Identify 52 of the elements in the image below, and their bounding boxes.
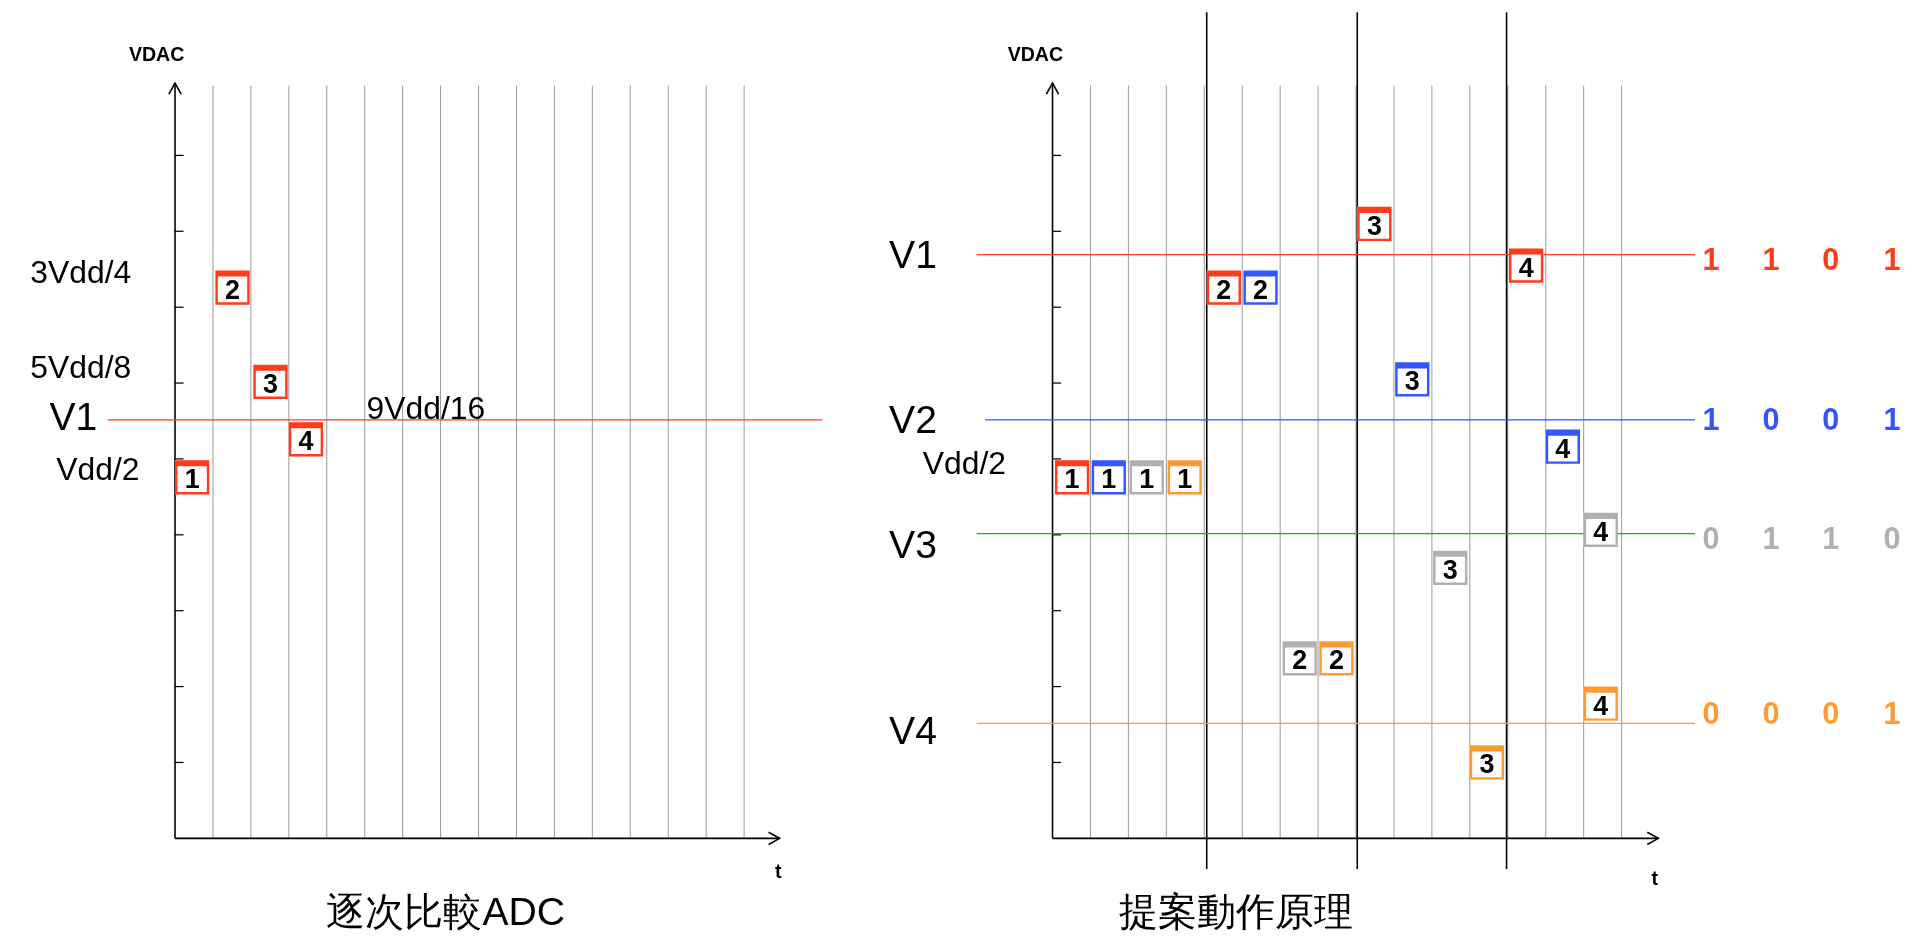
- step-marker: 1: [1054, 460, 1090, 495]
- step-marker: 3: [1395, 362, 1430, 397]
- voltage-label: V4: [889, 711, 937, 751]
- step-marker: 1: [1129, 460, 1164, 495]
- output-bit: 0: [1822, 698, 1840, 729]
- output-bit: 1: [1762, 523, 1780, 554]
- voltage-label: V3: [889, 525, 937, 565]
- output-bit: 0: [1702, 523, 1720, 554]
- axis-label: VDAC: [128, 45, 185, 65]
- output-bit: 1: [1822, 523, 1840, 554]
- level-label: 3Vdd/4: [30, 255, 132, 288]
- output-bit: 1: [1883, 698, 1901, 729]
- output-bit: 1: [1702, 404, 1720, 436]
- step-marker: 2: [1206, 270, 1241, 305]
- step-marker: 4: [1509, 248, 1544, 283]
- output-bit: 0: [1822, 244, 1840, 275]
- level-label: 9Vdd/16: [366, 391, 486, 424]
- voltage-label: V1: [889, 235, 937, 275]
- step-marker: 3: [1433, 550, 1468, 585]
- axis-label: VDAC: [1007, 45, 1064, 65]
- chart-caption: 逐次比較ADC: [325, 892, 566, 932]
- output-bit: 1: [1702, 244, 1720, 275]
- step-marker: 4: [1583, 686, 1618, 721]
- output-bit: 0: [1883, 523, 1901, 554]
- step-marker: 2: [1282, 641, 1317, 676]
- step-marker: 3: [1357, 206, 1392, 242]
- step-marker: 4: [1583, 512, 1618, 548]
- step-marker: 4: [288, 422, 324, 457]
- axis-label: t: [775, 861, 782, 882]
- chart-caption: 提案動作原理: [1118, 892, 1354, 932]
- voltage-label: V1: [49, 396, 98, 436]
- output-bit: 1: [1883, 244, 1901, 275]
- step-marker: 1: [1091, 460, 1126, 495]
- voltage-label: V2: [889, 400, 937, 440]
- axis-label: t: [1651, 868, 1658, 889]
- step-marker: 4: [1545, 429, 1580, 464]
- output-bit: 0: [1762, 698, 1780, 729]
- level-label: Vdd/2: [56, 452, 140, 485]
- level-label: 5Vdd/8: [30, 351, 132, 384]
- output-bit: 0: [1822, 404, 1840, 436]
- output-bit: 1: [1762, 244, 1780, 275]
- step-marker: 1: [175, 460, 210, 495]
- step-marker: 2: [1319, 641, 1354, 676]
- output-bit: 0: [1702, 698, 1720, 729]
- level-label: Vdd/2: [922, 446, 1006, 479]
- step-marker: 2: [215, 270, 250, 305]
- output-bit: 0: [1762, 404, 1780, 436]
- output-bit: 1: [1883, 404, 1901, 436]
- step-marker: 2: [1243, 270, 1278, 305]
- step-marker: 3: [253, 364, 288, 399]
- step-marker: 3: [1469, 745, 1505, 780]
- step-marker: 1: [1167, 460, 1202, 495]
